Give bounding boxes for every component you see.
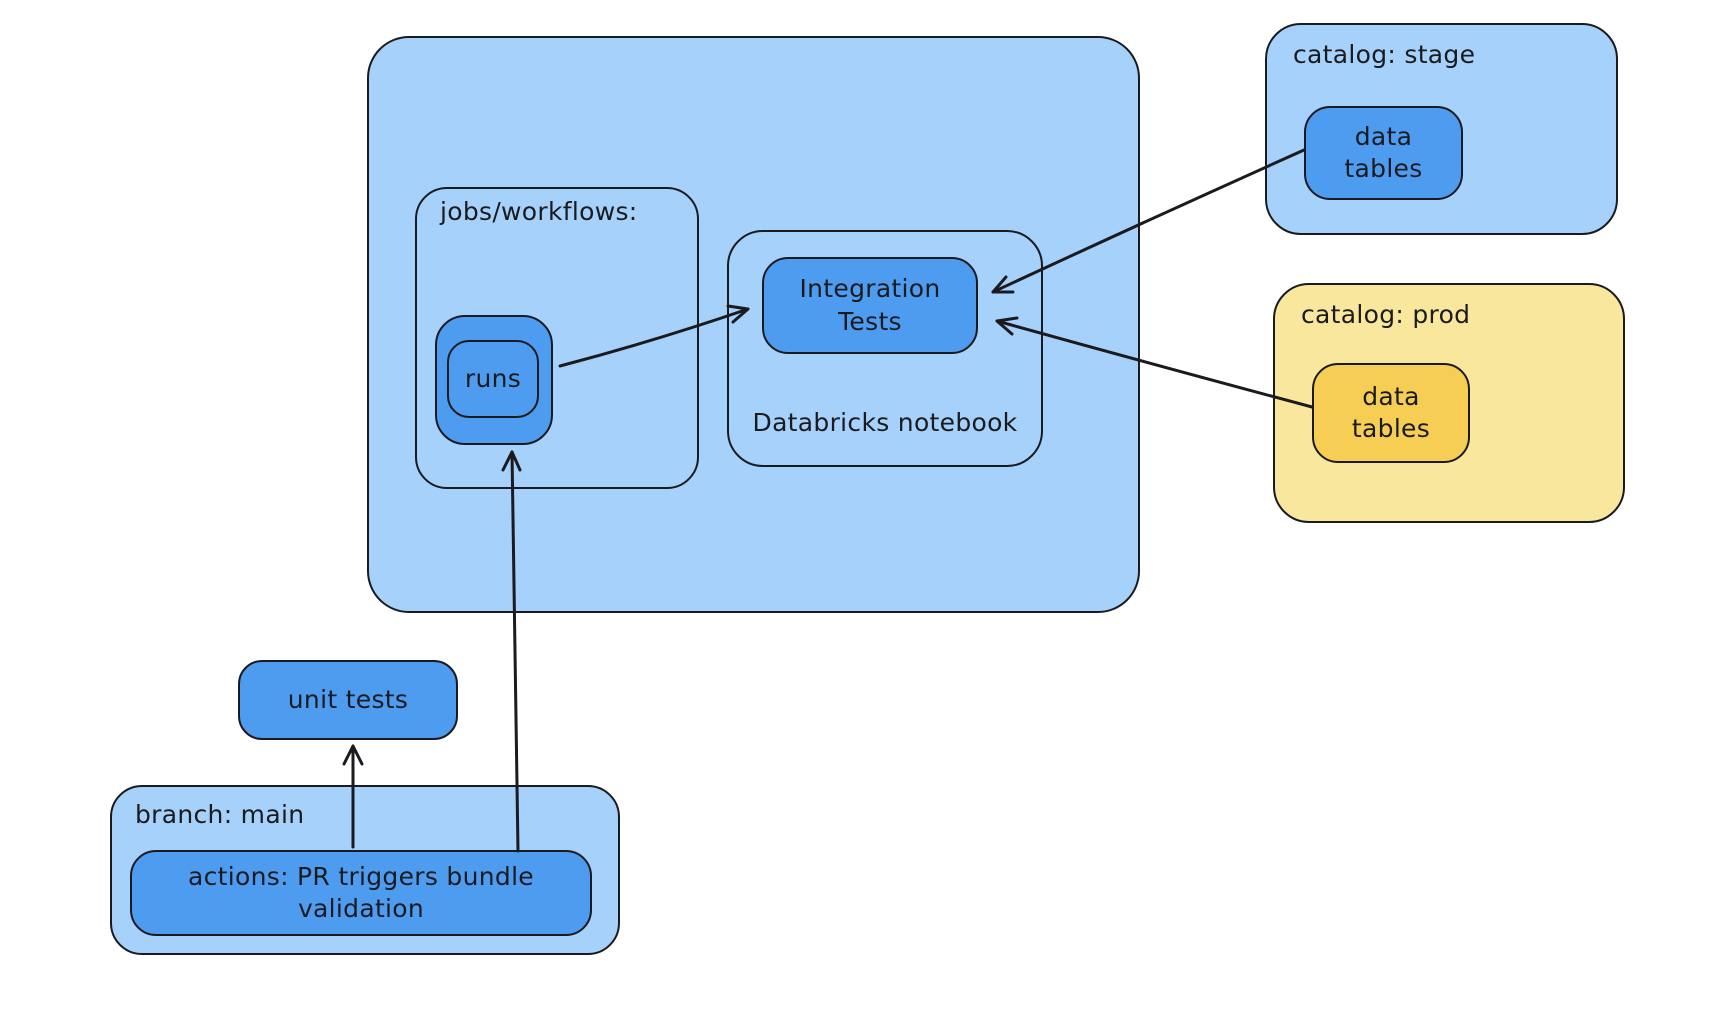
integration-tests-label: Integration Tests [799,274,941,336]
unit-tests-label: unit tests [287,684,409,714]
stage-data-tables-label: data tables [1344,121,1423,184]
stage-data-tables-box: data tables [1304,106,1463,200]
runs-label: runs [464,363,522,393]
prod-data-tables-box: data tables [1312,363,1470,463]
actions-box: actions: PR triggers bundle validation [130,850,592,936]
prod-data-tables-label: data tables [1351,381,1431,444]
unit-tests-box: unit tests [238,660,458,740]
branch-main-label: branch: main [135,800,305,829]
runs-box: runs [447,340,539,418]
databricks-notebook-label: Databricks notebook [752,408,1018,437]
jobs-workflows-label: jobs/workflows: [440,197,638,226]
catalog-stage-label: catalog: stage [1293,40,1476,69]
actions-label: actions: PR triggers bundle validation [188,861,534,924]
catalog-prod-label: catalog: prod [1301,300,1471,329]
integration-tests-box: Integration Tests [762,257,978,354]
